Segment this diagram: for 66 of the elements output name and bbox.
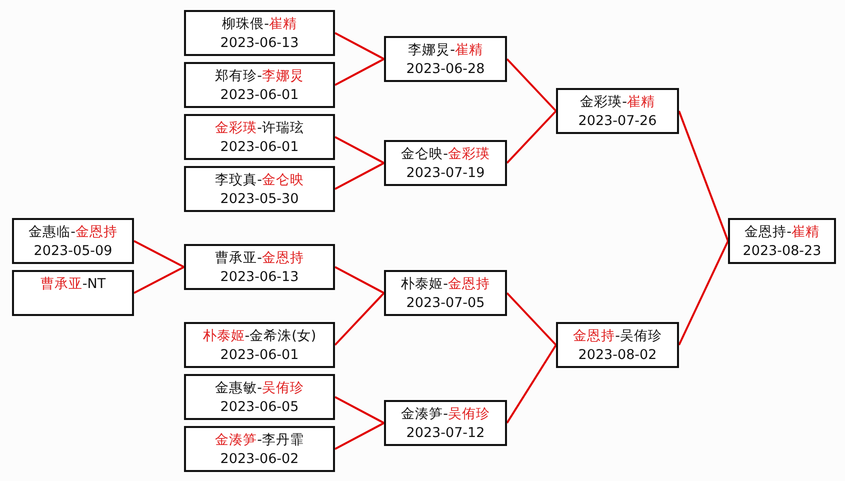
bracket-line <box>334 32 384 60</box>
match-players: 朴泰姬-金恩持 <box>401 275 490 294</box>
match-players: 金恩持-吴侑珍 <box>573 327 662 346</box>
bracket-line <box>334 136 384 164</box>
match-players: 金仑映-金彩瑛 <box>401 145 490 164</box>
bracket-line <box>506 58 557 112</box>
match-date: 2023-06-28 <box>406 60 485 79</box>
match-date: 2023-07-12 <box>406 424 485 443</box>
match-players: 金惠敏-吴侑珍 <box>215 379 304 398</box>
match-players: 曹承亚-NT <box>40 275 106 294</box>
match-box <box>184 114 335 160</box>
match-date: 2023-06-13 <box>220 268 299 287</box>
match-date: 2023-07-26 <box>578 112 657 131</box>
match-date: 2023-06-13 <box>220 34 299 53</box>
bracket-line <box>678 240 729 346</box>
match-box <box>556 322 679 368</box>
match-box <box>556 88 679 134</box>
match-players: 李娜炅-崔精 <box>408 41 483 60</box>
match-box <box>184 62 335 108</box>
match-players: 金湊笋-吴侑珍 <box>401 405 490 424</box>
bracket-line <box>334 58 384 86</box>
match-date: 2023-06-01 <box>220 138 299 157</box>
match-date: 2023-05-30 <box>220 190 299 209</box>
match-date: 2023-06-05 <box>220 398 299 417</box>
bracket-line <box>334 396 384 424</box>
match-players: 李玟真-金仑映 <box>215 171 304 190</box>
match-players: 曹承亚-金恩持 <box>215 249 304 268</box>
bracket-line <box>334 422 384 450</box>
match-date: 2023-06-02 <box>220 450 299 469</box>
bracket-line <box>506 344 557 424</box>
match-date: 2023-05-09 <box>34 242 112 261</box>
match-date: 2023-06-01 <box>220 346 299 365</box>
bracket-line <box>134 240 184 268</box>
match-box <box>184 10 335 56</box>
bracket-line <box>678 110 729 242</box>
match-players: 柳珠偎-崔精 <box>222 15 297 34</box>
match-date: 2023-07-19 <box>406 164 485 183</box>
match-players: 金恩持-崔精 <box>744 223 820 242</box>
bracket-line <box>334 266 384 294</box>
match-box <box>12 270 134 316</box>
match-date: 2023-08-23 <box>742 242 822 261</box>
match-box <box>184 166 335 212</box>
bracket-line <box>334 162 384 190</box>
match-box <box>12 218 134 264</box>
match-date: 2023-08-02 <box>578 346 657 365</box>
match-players: 金湊笋-李丹霏 <box>215 431 304 450</box>
match-box <box>184 322 335 368</box>
bracket-line <box>506 110 557 164</box>
match-players: 金彩瑛-许瑞玹 <box>215 119 304 138</box>
match-date: 2023-07-05 <box>406 294 485 313</box>
match-box <box>384 270 507 316</box>
match-box <box>184 374 335 420</box>
match-date: 2023-06-01 <box>220 86 299 105</box>
match-box <box>184 426 335 472</box>
match-box <box>384 36 507 82</box>
match-box <box>728 218 836 264</box>
bracket-line <box>506 292 557 346</box>
match-box <box>384 400 507 446</box>
bracket-line <box>334 292 385 346</box>
match-players: 金惠临-金恩持 <box>28 223 118 242</box>
match-box <box>184 244 335 290</box>
match-players: 金彩瑛-崔精 <box>580 93 655 112</box>
bracket-line <box>134 266 184 294</box>
match-players: 郑有珍-李娜炅 <box>215 67 304 86</box>
match-box <box>384 140 507 186</box>
match-players: 朴泰姬-金希洙(女) <box>202 327 316 346</box>
